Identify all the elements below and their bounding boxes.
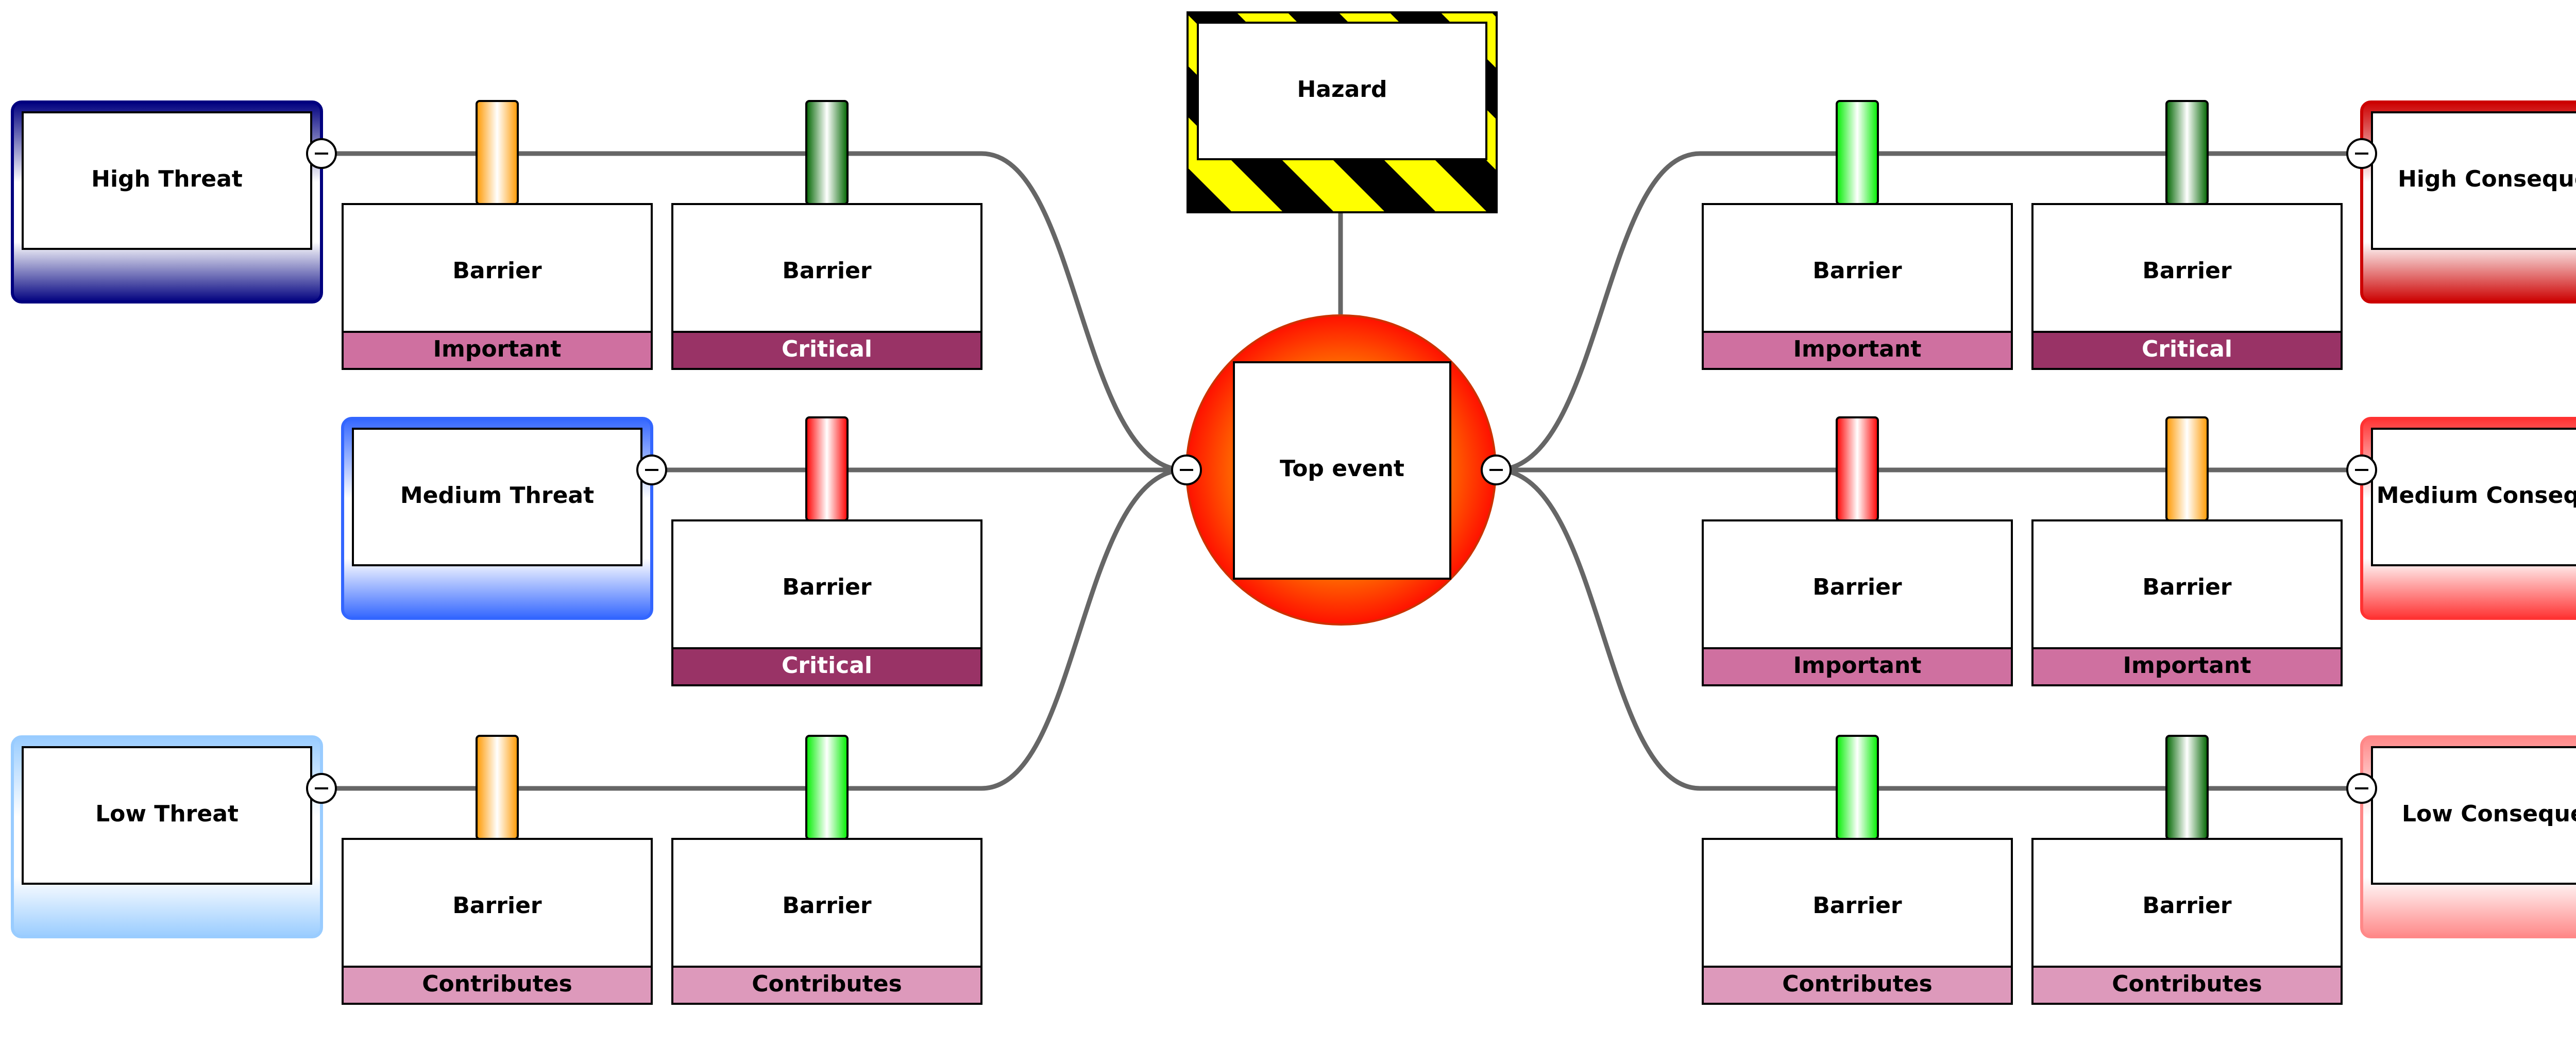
- collapse-toggle[interactable]: [2346, 454, 2377, 485]
- connector-lines: [325, 151, 2360, 791]
- barrier-rating: Contributes: [752, 971, 902, 997]
- consequence-node[interactable]: Low Consequence: [2346, 735, 2576, 938]
- rating-badge: Contributes: [1702, 966, 2013, 1005]
- barrier-label: Barrier: [2142, 892, 2232, 919]
- rating-badge: Contributes: [2031, 966, 2343, 1005]
- collapse-toggle[interactable]: [306, 773, 337, 804]
- barrier-label: Barrier: [2142, 574, 2232, 600]
- effectiveness-indicator: [1836, 416, 1879, 521]
- effectiveness-indicator: [1836, 100, 1879, 205]
- barrier-rating: Important: [1793, 336, 1922, 362]
- effectiveness-indicator: [805, 100, 849, 205]
- barrier-rating: Important: [433, 336, 562, 362]
- collapse-toggle[interactable]: [2346, 138, 2377, 169]
- threat-label: High Threat: [91, 166, 243, 192]
- consequence-label: High Consequence: [2398, 166, 2576, 192]
- barrier-label: Barrier: [452, 258, 542, 284]
- collapse-toggle[interactable]: [636, 454, 667, 485]
- threat-node[interactable]: High Threat: [11, 100, 337, 304]
- effectiveness-indicator: [1836, 735, 1879, 840]
- connector-low-threat: [325, 467, 1185, 791]
- rating-badge: Important: [2031, 647, 2343, 686]
- collapse-toggle[interactable]: [2346, 773, 2377, 804]
- hazard-node[interactable]: Hazard: [1187, 11, 1498, 213]
- connector-low-consequence: [1496, 467, 2360, 791]
- consequence-label: Medium Consequence: [2377, 482, 2576, 509]
- barrier-label: Barrier: [1812, 258, 1902, 284]
- barrier-rating: Critical: [782, 652, 872, 679]
- effectiveness-indicator: [476, 100, 519, 205]
- rating-badge: Critical: [671, 647, 982, 686]
- consequence-label: Low Consequence: [2402, 801, 2576, 827]
- barrier-label: Barrier: [782, 574, 872, 600]
- barrier-label: Barrier: [1812, 892, 1902, 919]
- barrier-rating: Critical: [2142, 336, 2232, 362]
- effectiveness-indicator: [476, 735, 519, 840]
- threat-label: Medium Threat: [400, 482, 594, 509]
- top-event-node[interactable]: Top event: [1185, 314, 1497, 626]
- barrier-rating: Important: [1793, 652, 1922, 679]
- threat-label: Low Threat: [95, 801, 239, 827]
- rating-badge: Critical: [671, 331, 982, 370]
- effectiveness-indicator: [2165, 100, 2209, 205]
- rating-badge: Important: [1702, 331, 2013, 370]
- barrier-label: Barrier: [782, 258, 872, 284]
- barrier-label: Barrier: [452, 892, 542, 919]
- rating-badge: Important: [342, 331, 653, 370]
- barrier-rating: Contributes: [2112, 971, 2262, 997]
- collapse-toggle-right[interactable]: [1481, 454, 1512, 485]
- threat-node[interactable]: Medium Threat: [341, 417, 667, 620]
- effectiveness-indicator: [2165, 416, 2209, 521]
- barrier-rating: Contributes: [422, 971, 572, 997]
- barrier-rating: Contributes: [1782, 971, 1933, 997]
- rating-badge: Contributes: [671, 966, 982, 1005]
- connector-high-consequence: [1496, 151, 2360, 473]
- top-event-label: Top event: [1280, 456, 1404, 482]
- consequence-node[interactable]: Medium Consequence: [2346, 417, 2576, 620]
- barrier-label: Barrier: [782, 892, 872, 919]
- effectiveness-indicator: [2165, 735, 2209, 840]
- consequence-node[interactable]: High Consequence: [2346, 100, 2576, 304]
- effectiveness-indicator: [805, 416, 849, 521]
- threat-node[interactable]: Low Threat: [11, 735, 337, 938]
- barrier-rating: Important: [2123, 652, 2251, 679]
- hazard-label: Hazard: [1297, 76, 1387, 103]
- collapse-toggle-left[interactable]: [1171, 454, 1202, 485]
- rating-badge: Important: [1702, 647, 2013, 686]
- consequence-layer: High ConsequenceMedium ConsequenceLow Co…: [2346, 100, 2576, 938]
- barrier-label: Barrier: [1812, 574, 1902, 600]
- rating-badge: Contributes: [342, 966, 653, 1005]
- collapse-toggle[interactable]: [306, 138, 337, 169]
- barrier-rating: Critical: [782, 336, 872, 362]
- rating-badge: Critical: [2031, 331, 2343, 370]
- connector-high-threat: [325, 151, 1185, 473]
- barrier-label: Barrier: [2142, 258, 2232, 284]
- barrier-layer: BarrierImportantBarrierCriticalBarrierCr…: [342, 100, 2343, 1005]
- effectiveness-indicator: [805, 735, 849, 840]
